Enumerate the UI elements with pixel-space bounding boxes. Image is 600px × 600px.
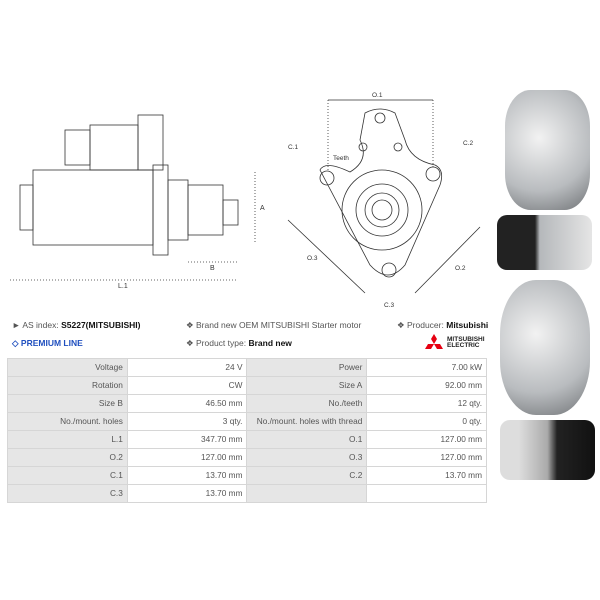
label-a: A — [260, 205, 265, 212]
spec-value: 7.00 kW — [366, 358, 487, 377]
spec-label: C.3 — [7, 484, 128, 503]
spec-value: 13.70 mm — [126, 466, 248, 485]
spec-label: C.2 — [246, 466, 368, 485]
tag-icon: ► — [12, 320, 21, 330]
spec-value: 12 qty. — [366, 394, 487, 413]
spec-value: 24 V — [126, 358, 248, 377]
spec-label: Rotation — [7, 376, 128, 395]
spec-value: 127.00 mm — [366, 448, 487, 467]
description-text: Brand new OEM MITSUBISHI Starter motor — [196, 320, 362, 330]
as-index-label: AS index: — [22, 320, 59, 330]
label-c2: C.2 — [463, 140, 474, 147]
spec-label: L.1 — [7, 430, 128, 449]
premium-line-badge[interactable]: ◇ PREMIUM LINE — [12, 338, 83, 349]
info-icon: ❖ — [397, 320, 405, 330]
as-index-value: S5227(MITSUBISHI) — [61, 320, 141, 330]
spec-value: 3 qty. — [126, 412, 248, 431]
spec-value — [366, 484, 487, 503]
spec-label: O.1 — [246, 430, 368, 449]
spec-label: Power — [246, 358, 368, 377]
spec-label: O.2 — [7, 448, 128, 467]
front-view-drawing: O.1 C.1 C.2 Teeth O.3 O.2 C.3 — [287, 92, 481, 309]
brand-logo: MITSUBISHI ELECTRIC — [424, 334, 485, 352]
spec-value: 92.00 mm — [366, 376, 487, 395]
product-photo-rear[interactable] — [500, 280, 590, 415]
spec-label: C.1 — [7, 466, 128, 485]
label-c1: C.1 — [288, 144, 299, 151]
product-photo-side-2[interactable] — [500, 420, 595, 480]
label-teeth: Teeth — [333, 155, 349, 162]
spec-label: No./mount. holes — [7, 412, 128, 431]
side-view-drawing: L.1 B A — [10, 114, 265, 290]
premium-label: PREMIUM LINE — [20, 338, 83, 348]
product-photo-front[interactable] — [505, 90, 590, 210]
mitsubishi-diamonds-icon — [425, 334, 443, 349]
label-o1: O.1 — [372, 92, 383, 99]
spec-label: Voltage — [7, 358, 128, 377]
spec-value: 127.00 mm — [366, 430, 487, 449]
producer: ❖ Producer: Mitsubishi — [397, 320, 488, 331]
spec-value: 13.70 mm — [126, 484, 248, 503]
spec-value: 46.50 mm — [126, 394, 248, 413]
label-o2: O.2 — [455, 265, 466, 272]
spec-value: 127.00 mm — [126, 448, 248, 467]
spec-value: 13.70 mm — [366, 466, 487, 485]
as-index: ► AS index: S5227(MITSUBISHI) — [12, 320, 140, 330]
product-type-value: Brand new — [248, 338, 292, 348]
label-b: B — [210, 265, 215, 272]
product-type-label: Product type: — [196, 338, 247, 348]
info-icon: ❖ — [186, 338, 194, 348]
label-l1: L.1 — [118, 283, 128, 290]
product-photo-side[interactable] — [497, 215, 592, 270]
product-type: ❖ Product type: Brand new — [186, 338, 292, 349]
info-icon: ❖ — [186, 320, 194, 330]
spec-label: Size B — [7, 394, 128, 413]
label-c3: C.3 — [384, 302, 395, 309]
spec-value: 0 qty. — [366, 412, 487, 431]
spec-value: 347.70 mm — [126, 430, 248, 449]
producer-label: Producer: — [407, 320, 444, 330]
spec-label: O.3 — [246, 448, 368, 467]
producer-value: Mitsubishi — [446, 320, 489, 330]
spec-label — [246, 484, 368, 503]
diamond-icon: ◇ — [12, 338, 19, 348]
spec-label: Size A — [246, 376, 368, 395]
spec-label: No./mount. holes with thread — [246, 412, 368, 431]
brand-logo-text: MITSUBISHI ELECTRIC — [447, 336, 485, 349]
spec-value: CW — [126, 376, 248, 395]
spec-label: No./teeth — [246, 394, 368, 413]
description: ❖ Brand new OEM MITSUBISHI Starter motor — [186, 320, 361, 331]
label-o3: O.3 — [307, 255, 318, 262]
